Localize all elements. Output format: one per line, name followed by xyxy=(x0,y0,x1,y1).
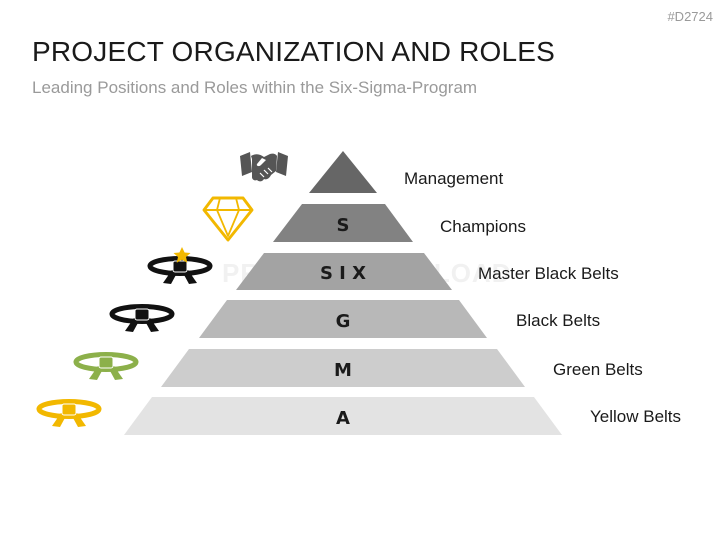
role-label-champions: Champions xyxy=(440,217,526,236)
diamond-icon xyxy=(202,196,254,242)
slide-title: PROJECT ORGANIZATION AND ROLES xyxy=(32,36,556,67)
pyramid-tier-black-belts xyxy=(199,300,487,338)
role-label-yellow-belts: Yellow Belts xyxy=(590,407,681,426)
green-belt-icon xyxy=(73,352,139,380)
tier-letter-s: S xyxy=(337,215,350,236)
tier-letter-six: S I X xyxy=(320,263,366,284)
pyramid-tier-yellow-belts xyxy=(124,397,562,435)
role-label-management: Management xyxy=(404,169,504,188)
tier-letter-a: A xyxy=(336,408,350,429)
slide-id: #D2724 xyxy=(667,9,713,24)
black-belt-icon xyxy=(109,304,175,332)
master-black-belt-icon xyxy=(147,247,213,284)
yellow-belt-icon xyxy=(36,399,102,427)
pyramid-tier-champions xyxy=(273,204,413,242)
role-label-green-belts: Green Belts xyxy=(553,360,643,379)
tier-letter-m: M xyxy=(334,360,352,381)
slide-subtitle: Leading Positions and Roles within the S… xyxy=(32,78,478,97)
handshake-icon xyxy=(240,152,288,182)
pyramid-tier-master-black-belts xyxy=(236,253,452,290)
star-icon xyxy=(173,247,191,263)
role-label-black-belts: Black Belts xyxy=(516,311,600,330)
pyramid-tier-green-belts xyxy=(161,349,525,387)
pyramid-tier-management xyxy=(309,151,377,193)
tier-letter-g: G xyxy=(336,311,351,332)
role-label-master-black-belts: Master Black Belts xyxy=(478,264,619,283)
